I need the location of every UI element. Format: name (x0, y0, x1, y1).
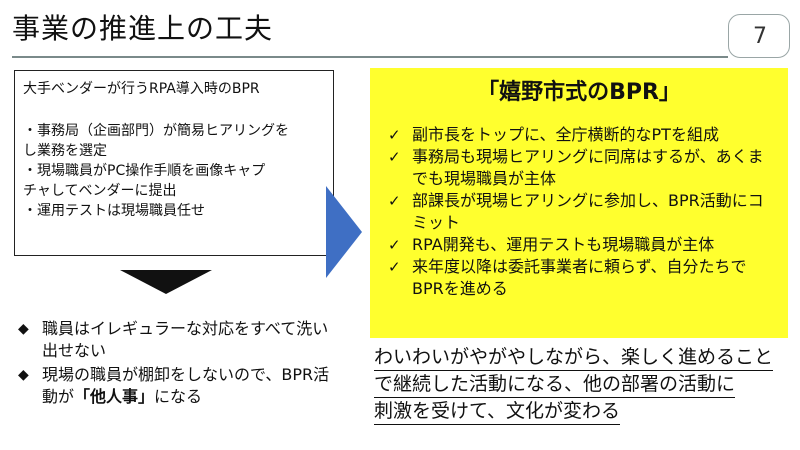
diamond-bullet-icon: ◆ (18, 367, 29, 383)
check-icon: ✓ (388, 236, 401, 254)
problem-list: ◆ 職員はイレギュラーな対応をすべて洗い出せない ◆ 現場の職員が棚卸をしないの… (18, 318, 338, 410)
conclusion-text: わいわいがやがやしながら、楽しく進めること で継続した活動になる、他の部署の活動… (374, 344, 792, 425)
down-arrow-icon (120, 270, 212, 294)
ureshino-bpr-item-text: 事務局も現場ヒアリングに同席はするが、あくまでも現場職員が主体 (412, 147, 764, 188)
right-arrow-icon (326, 186, 362, 278)
problem-text-suffix: になる (154, 387, 203, 406)
problem-text-prefix: 現場の職員が棚卸をしないので、BPR活動が (42, 365, 330, 406)
ureshino-bpr-item-text: 副市長をトップに、全庁横断的なPTを組成 (412, 125, 719, 144)
problem-item: ◆ 職員はイレギュラーな対応をすべて洗い出せない (18, 318, 338, 362)
ureshino-bpr-item-text: 来年度以降は委託事業者に頼らず、自分たちでBPRを進める (412, 257, 747, 298)
diamond-bullet-icon: ◆ (18, 321, 29, 337)
conclusion-line: で継続した活動になる、他の部署の活動に (374, 371, 736, 398)
ureshino-bpr-item-text: 部課長が現場ヒアリングに参加し、BPR活動にコミット (412, 191, 764, 232)
ureshino-bpr-item: ✓ 来年度以降は委託事業者に頼らず、自分たちでBPRを進める (388, 256, 770, 300)
problem-item: ◆ 現場の職員が棚卸をしないので、BPR活動が「他人事」になる (18, 364, 338, 408)
ureshino-bpr-item: ✓ 事務局も現場ヒアリングに同席はするが、あくまでも現場職員が主体 (388, 146, 770, 190)
check-icon: ✓ (388, 126, 401, 144)
conclusion-line: わいわいがやがやしながら、楽しく進めること (374, 344, 774, 371)
title-divider (12, 56, 728, 58)
ureshino-bpr-item-text: RPA開発も、運用テストも現場職員が主体 (412, 235, 715, 254)
page-number-frame: 7 (728, 14, 790, 58)
page-number: 7 (753, 24, 767, 49)
problem-text: 職員はイレギュラーな対応をすべて洗い出せない (42, 319, 329, 360)
ureshino-bpr-item: ✓ 部課長が現場ヒアリングに参加し、BPR活動にコミット (388, 190, 770, 234)
ureshino-bpr-box: 「嬉野市式のBPR」 ✓ 副市長をトップに、全庁横断的なPTを組成 ✓ 事務局も… (370, 68, 788, 338)
problem-text-emphasis: 「他人事」 (74, 387, 155, 406)
vendor-bpr-item: ・事務局（企画部門）が簡易ヒアリングを (23, 123, 289, 139)
check-icon: ✓ (388, 192, 401, 210)
vendor-bpr-item: ・運用テストは現場職員任せ (23, 203, 205, 219)
problem-text: 現場の職員が棚卸をしないので、BPR活動が「他人事」になる (42, 364, 338, 408)
vendor-bpr-box: 大手ベンダーが行うRPA導入時のBPR ・事務局（企画部門）が簡易ヒアリングを … (14, 70, 334, 256)
check-icon: ✓ (388, 258, 401, 276)
slide-title: 事業の推進上の工夫 (12, 12, 274, 45)
vendor-bpr-item: チャしてベンダーに提出 (23, 183, 177, 199)
conclusion-line: 刺激を受けて、文化が変わる (374, 398, 621, 425)
vendor-bpr-title: 大手ベンダーが行うRPA導入時のBPR (23, 81, 260, 97)
vendor-bpr-item: し業務を選定 (23, 143, 107, 159)
vendor-bpr-item: ・現場職員がPC操作手順を画像キャプ (23, 163, 266, 179)
ureshino-bpr-title: 「嬉野市式のBPR」 (477, 80, 681, 105)
ureshino-bpr-item: ✓ RPA開発も、運用テストも現場職員が主体 (388, 234, 770, 256)
ureshino-bpr-item: ✓ 副市長をトップに、全庁横断的なPTを組成 (388, 124, 770, 146)
check-icon: ✓ (388, 148, 401, 166)
